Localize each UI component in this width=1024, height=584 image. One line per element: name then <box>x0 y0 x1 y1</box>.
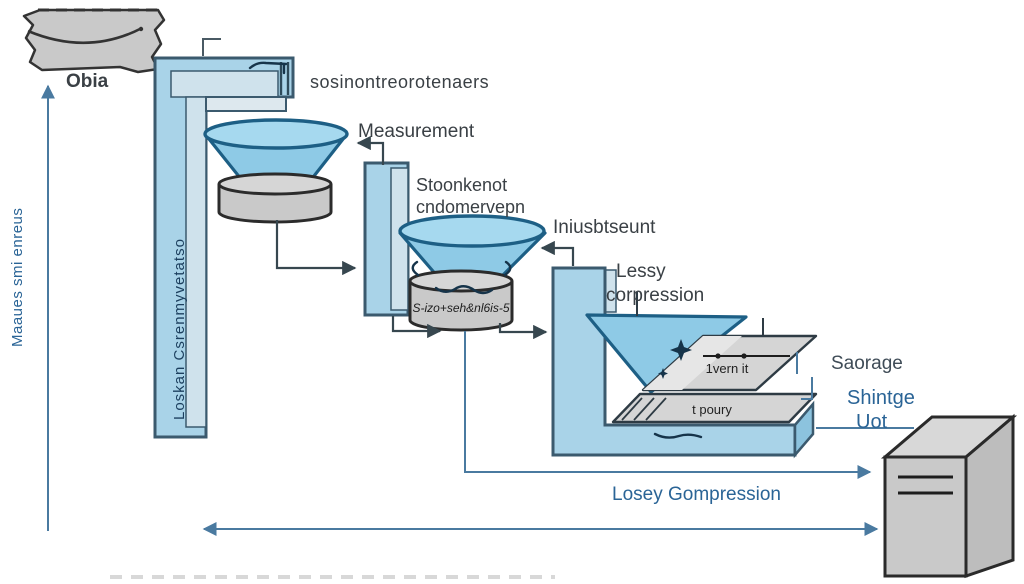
pipe2-out-arrow <box>391 316 442 339</box>
measurement-arrow <box>356 135 385 165</box>
left-axis-text: Maaues smi enreus <box>9 208 26 347</box>
funnel2-pointer-arrow <box>540 240 575 266</box>
storage-unit-label-line2: Uot <box>856 411 888 433</box>
cylinder-2-scribble: S-izo+seh&nl6is-5 <box>412 301 509 315</box>
lossless-label-line1: Lessy <box>616 261 666 282</box>
pipe-1-text: Loskan Csrenmyvetatso <box>171 238 188 420</box>
pipe2-label-line1: Stoonkenot <box>416 175 507 195</box>
storage-box-vents <box>898 475 953 495</box>
storage-box <box>880 413 1018 579</box>
funnel-3: 1vern it t poury <box>585 292 818 439</box>
funnel-2 <box>398 214 547 294</box>
data-source-blob <box>22 8 166 74</box>
storage-label: Saorage <box>831 353 903 374</box>
measurement-label: Measurement <box>358 121 475 142</box>
top-garbled-label: sosinontreorotenaers <box>310 72 489 92</box>
pipe-1: Loskan Csrenmyvetatso <box>153 56 295 439</box>
top-bracket <box>202 38 221 56</box>
source-label: Obia <box>66 71 109 92</box>
plane-2-hatch <box>621 397 667 421</box>
cylinder-2: S-izo+seh&nl6is-5 <box>408 260 514 332</box>
pipe-3-bevel <box>793 400 815 459</box>
sparkle-icon <box>670 339 692 361</box>
cylinder-1 <box>217 172 333 224</box>
storage-brackets <box>796 352 813 400</box>
plane-2-label: t poury <box>692 402 732 417</box>
pipe-3 <box>551 266 815 459</box>
pipe-2 <box>363 161 410 317</box>
funnel2-label: Iniusbtseunt <box>553 217 656 238</box>
lossless-label-line2: corpression <box>606 285 704 306</box>
cylinder2-to-pipe3-arrow <box>498 323 548 340</box>
pipe2-label-line2: cndomervepn <box>416 197 525 217</box>
storage-unit-label-line1: Shintge <box>847 387 915 409</box>
plane-1-label: 1vern it <box>706 361 749 376</box>
cylinder1-to-pipe2-arrow <box>275 220 357 276</box>
pipe-1-step <box>205 96 287 112</box>
pipe-1-ticks <box>279 62 290 95</box>
sparkle-small-icon <box>658 368 668 379</box>
lossy-compression-arrow <box>464 331 872 479</box>
lossy-compression-label: Losey Gompression <box>612 484 781 505</box>
